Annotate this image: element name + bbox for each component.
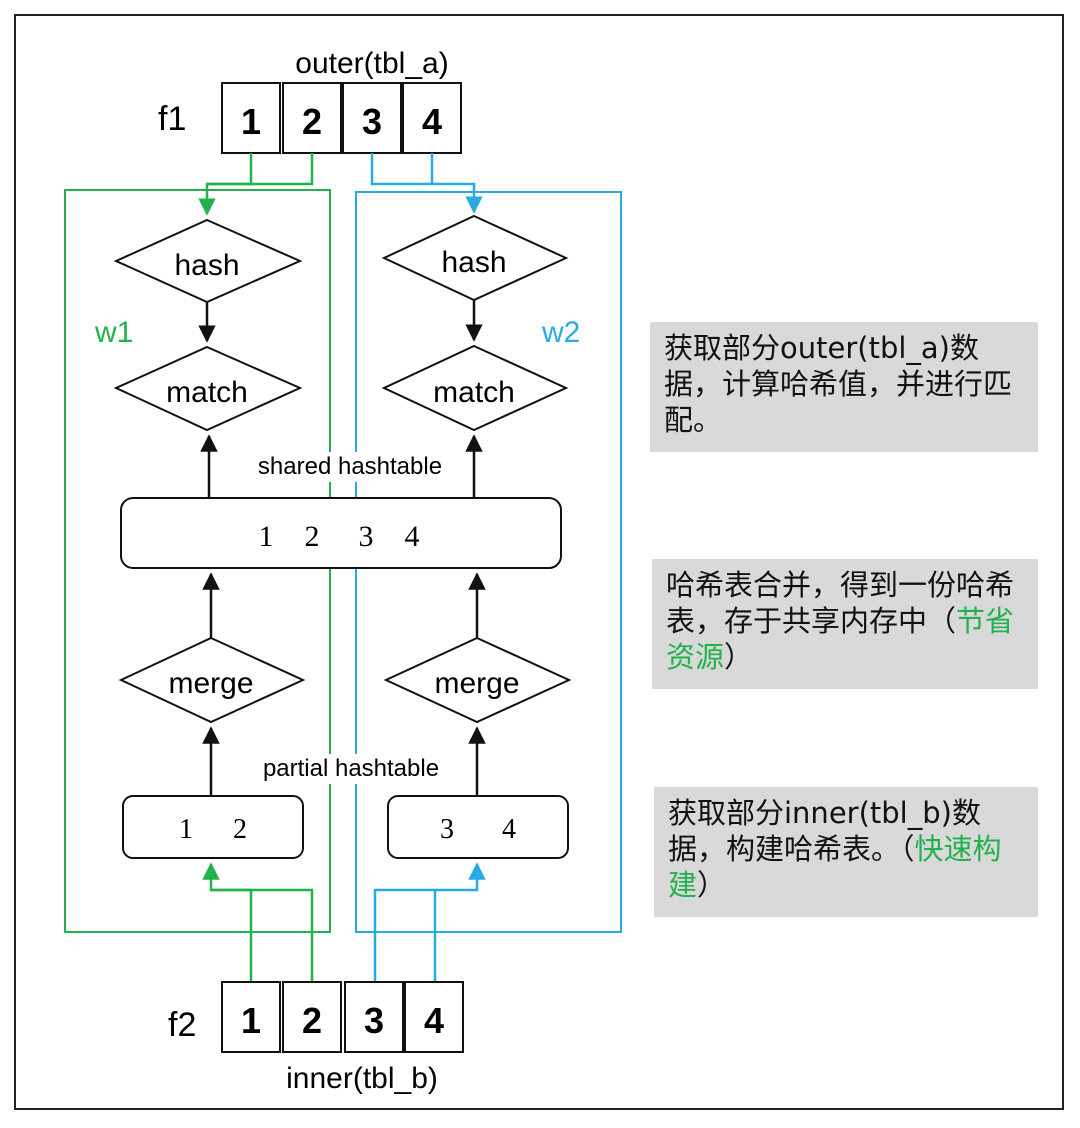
w1-partial-value-2: 2 [233, 814, 247, 845]
outer-feed-w1-b [207, 153, 314, 186]
outer-cells: 1 2 3 4 [221, 82, 462, 154]
worker-w2-label: w2 [541, 316, 580, 349]
note-3-text: 获取部分inner(tbl_b)数据，构建哈希表。（ [668, 796, 981, 866]
inner-cell-4 [404, 981, 464, 1053]
w1-match-label: match [166, 376, 248, 409]
shared-hashtable-label: shared hashtable [258, 453, 442, 480]
w1-partial-value-1: 1 [179, 814, 193, 845]
w2-merge-label: merge [434, 667, 519, 700]
inner-feed-w1 [202, 862, 253, 982]
w2-partial-hashtable [387, 795, 569, 859]
shared-value-2: 2 [305, 520, 320, 553]
outer-cell-2-value: 2 [302, 101, 322, 142]
shared-value-3: 3 [359, 520, 374, 553]
outer-feed-w2 [370, 153, 483, 214]
shared-value-4: 4 [405, 520, 420, 553]
w2-match-diamond [381, 344, 569, 432]
note-2-text: 哈希表合并，得到一份哈希表，存于共享内存中（ [666, 568, 1015, 638]
note-2-tail: ） [724, 640, 754, 674]
w1-hash-label: hash [174, 249, 239, 282]
note-shared-hashtable: 哈希表合并，得到一份哈希表，存于共享内存中（节省资源） [652, 559, 1038, 689]
outer-cell-4 [402, 82, 462, 154]
note-2-highlight: 节省资源 [666, 604, 1015, 674]
diagram-frame [14, 14, 1064, 1110]
w1-match-diamond [113, 345, 303, 432]
inner-feed-w2 [373, 862, 486, 982]
shared-hashtable-bg-label [242, 452, 460, 482]
inner-caption: inner(tbl_b) [286, 1062, 438, 1095]
w1-merge-diamond [118, 636, 306, 724]
shared-hashtable-box [120, 497, 562, 569]
w2-match-label: match [433, 376, 515, 409]
note-inner-build: 获取部分inner(tbl_b)数据，构建哈希表。（快速构建） [654, 787, 1038, 917]
w1-merge-label: merge [168, 667, 253, 700]
note-outer-matching: 获取部分outer(tbl_a)数据，计算哈希值，并进行匹配。 [650, 322, 1038, 452]
partial-hashtable-bg-label [246, 754, 456, 784]
note-3-tail: ） [697, 868, 727, 902]
shared-value-1: 1 [259, 520, 274, 553]
inner-cells: 1 2 3 4 [221, 981, 464, 1053]
inner-cell-1 [221, 981, 281, 1053]
inner-feed-w1-b [211, 888, 314, 982]
w1-partial-hashtable [122, 795, 304, 859]
w2-hash-label: hash [441, 246, 506, 279]
partial-hashtable-label: partial hashtable [263, 755, 439, 782]
w2-partial-value-1: 3 [440, 814, 454, 845]
inner-cell-2 [282, 981, 342, 1053]
inner-cell-4-value: 4 [424, 1000, 444, 1041]
outer-cell-4-value: 4 [422, 101, 442, 142]
inner-cell-2-value: 2 [302, 1000, 322, 1041]
note-1-text: 获取部分outer(tbl_a)数据，计算哈希值，并进行匹配。 [664, 331, 1013, 437]
outer-cell-1-value: 1 [241, 101, 261, 142]
w2-merge-diamond [383, 636, 572, 724]
inner-row-label: f2 [168, 1006, 196, 1044]
outer-cell-3-value: 3 [362, 101, 382, 142]
note-3-highlight: 快速构建 [668, 832, 1002, 902]
outer-caption: outer(tbl_a) [295, 47, 448, 80]
w2-partial-value-2: 4 [502, 814, 516, 845]
outer-row-label: f1 [158, 100, 186, 138]
inner-cell-3 [344, 981, 404, 1053]
worker-w1-label: w1 [94, 316, 133, 349]
inner-cell-1-value: 1 [241, 1000, 261, 1041]
inner-cell-3-value: 3 [364, 1000, 384, 1041]
